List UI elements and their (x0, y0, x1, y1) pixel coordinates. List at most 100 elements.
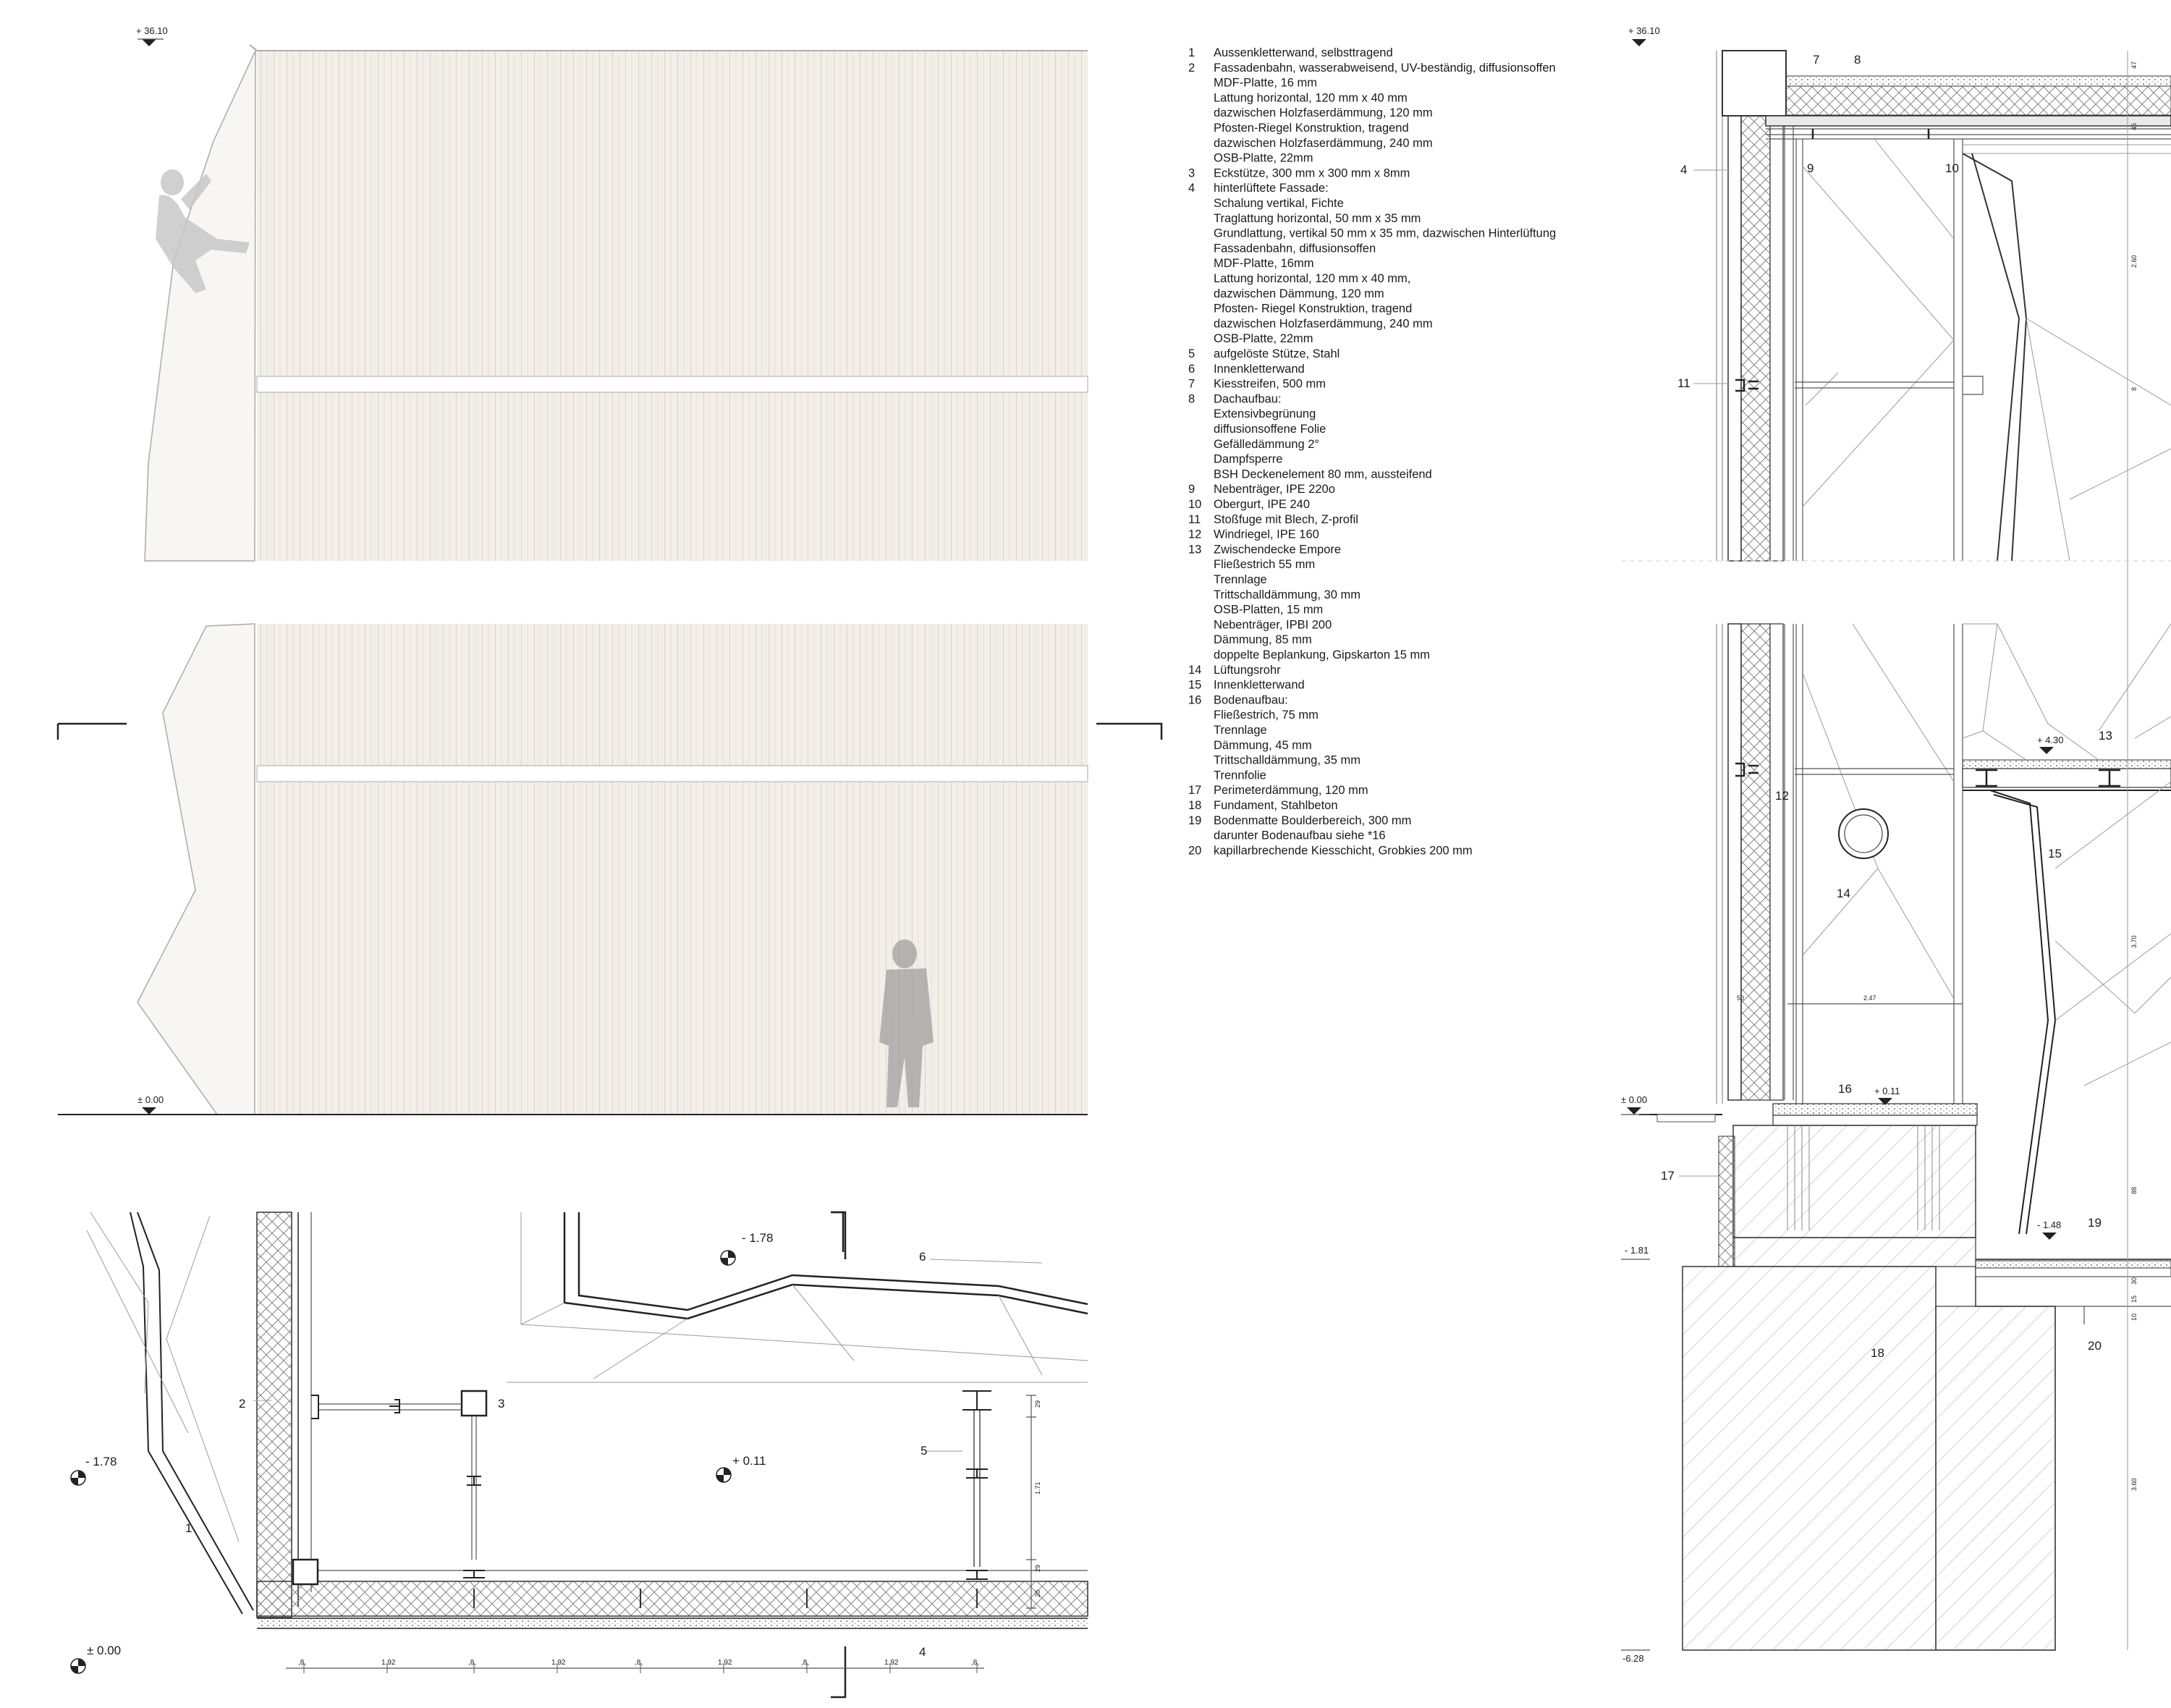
plan-label-1: 1 (185, 1521, 192, 1535)
plan-label-2: 2 (239, 1397, 245, 1411)
legend-line: dazwischen Holzfaserdämmung, 240 mm (1214, 137, 1433, 150)
legend-line: Grundlattung, vertikal 50 mm x 35 mm, da… (1214, 227, 1556, 240)
foundation (1682, 1125, 2171, 1651)
legend-line: doppelte Beplankung, Gipskarton 15 mm (1214, 648, 1430, 661)
legend-line: hinterlüftete Fassade: (1214, 182, 1329, 195)
legend-number: 14 (1188, 664, 1201, 677)
legend-number: 11 (1188, 513, 1201, 526)
legend-line: dazwischen Holzfaserdämmung, 240 mm (1214, 317, 1433, 330)
legend-line: Zwischendecke Empore (1214, 543, 1341, 556)
section-vertical-dimension-chain: 47 45 2.60 8 3.70 88 30 15 10 3.60 (2127, 51, 2138, 1650)
plan-label-5: 5 (921, 1444, 927, 1458)
legend-line: Nebenträger, IPBI 200 (1214, 618, 1332, 631)
plan-dimension-text: 1.92 (884, 1659, 899, 1667)
plan-vdim: 29 (1034, 1565, 1041, 1572)
section-wind-beam (1735, 376, 1984, 395)
plan-dimension-text: ,8, (971, 1659, 979, 1667)
legend-line: Innenkletterwand (1214, 363, 1305, 376)
section-cut-mark-right (1096, 722, 1163, 740)
legend-number: 20 (1188, 844, 1201, 857)
facade-upper (249, 44, 1088, 561)
legend-number: 15 (1188, 679, 1201, 692)
plan-dimension-text: ,8, (801, 1659, 809, 1667)
section-level-text: + 4.30 (2037, 735, 2064, 745)
legend-line: OSB-Platte, 22mm (1214, 332, 1313, 345)
plan-label-4: 4 (919, 1645, 926, 1659)
empore-slab (1962, 623, 2171, 791)
legend-line: aufgelöste Stütze, Stahl (1214, 347, 1340, 360)
legend-line: Fassadenbahn, wasserabweisend, UV-bestän… (1214, 62, 1556, 75)
legend-line: Pfosten- Riegel Konstruktion, tragend (1214, 303, 1412, 316)
section-label-10: 10 (1945, 161, 1959, 175)
plan-vdim: 20 (1034, 1590, 1041, 1597)
exterior-climbing-wall-upper (144, 50, 256, 562)
legend-line: Fließestrich, 75 mm (1214, 709, 1319, 722)
legend-number: 19 (1188, 814, 1201, 827)
legend-line: Innenkletterwand (1214, 679, 1305, 692)
section-vdim: 3.70 (2130, 935, 2138, 948)
section-vdim: 15 (2130, 1295, 2138, 1303)
plan-dimension-text: 1.92 (551, 1659, 566, 1667)
person-figure (879, 939, 934, 1107)
legend-line: Traglattung horizontal, 50 mm x 35 mm (1214, 212, 1421, 225)
level-marker-inside: + 0.11 (716, 1454, 766, 1483)
section-level-zero: ± 0.00 (1621, 1094, 1650, 1115)
plan-label-3: 3 (498, 1397, 504, 1411)
section-label-18: 18 (1871, 1346, 1884, 1360)
section-label-8: 8 (1854, 53, 1861, 67)
legend-line: Schalung vertikal, Fichte (1214, 197, 1344, 210)
legend-line: Bodenaufbau: (1214, 693, 1288, 706)
plan-dimension-text: 1.92 (381, 1659, 396, 1667)
plan-dimension-text: ,8, (635, 1659, 643, 1667)
section-level-text: - 1.81 (1625, 1245, 1649, 1256)
legend-line: Fundament, Stahlbeton (1214, 799, 1338, 812)
legend-line: Trennlage (1214, 573, 1267, 586)
section-label-14: 14 (1837, 887, 1850, 900)
elevation-view: + 36.10 (56, 25, 1163, 1115)
section-vdim: 2.60 (2130, 255, 2138, 268)
legend-line: Dachaufbau: (1214, 392, 1282, 405)
section-label-20: 20 (2088, 1339, 2102, 1353)
section-dimension-247: 50 2.47 (1737, 994, 1963, 1005)
legend-line: Dämmung, 45 mm (1214, 739, 1312, 752)
legend-line: Trittschalldämmung, 30 mm (1214, 588, 1360, 601)
legend-number: 1 (1188, 46, 1195, 59)
legend-line: Fließestrich 55 mm (1214, 558, 1315, 571)
legend-number: 13 (1188, 543, 1201, 556)
climber-figure (156, 169, 250, 293)
plan-dimension-text: 1.92 (718, 1659, 732, 1667)
legend-line: kapillarbrechende Kiesschicht, Grobkies … (1214, 844, 1473, 857)
section-vdim: 47 (2130, 62, 2138, 69)
section-level-floor: + 0.11 (1874, 1086, 1900, 1105)
section-level-text: - 1.48 (2037, 1219, 2061, 1230)
ventilation-pipe (1838, 808, 1889, 859)
section-label-4: 4 (1680, 163, 1687, 177)
inner-climbing-wall (563, 1212, 1088, 1320)
section-label-12: 12 (1775, 789, 1789, 803)
section-vdim: 10 (2130, 1314, 2138, 1321)
floor-plan-view: ,8,1.92,8,1.92,8,1.92,8,1.92,8, 29 1.71 … (70, 1211, 1088, 1699)
legend-line: Aussenkletterwand, selbsttragend (1214, 46, 1393, 59)
legend-line: Nebenträger, IPE 220o (1214, 483, 1335, 496)
legend-line: Trittschalldämmung, 35 mm (1214, 754, 1360, 767)
legend-line: Lattung horizontal, 120 mm x 40 mm, (1214, 272, 1410, 285)
legend-line: Kiesstreifen, 500 mm (1214, 378, 1326, 391)
level-marker-minus-178-top: - 1.78 (720, 1231, 773, 1266)
section-level-text: ± 0.00 (1621, 1094, 1647, 1105)
legend-number: 4 (1188, 182, 1195, 195)
plan-level-text: - 1.78 (742, 1231, 773, 1245)
level-marker-ground: ± 0.00 (137, 1094, 164, 1115)
exterior-climbing-wall-lower (137, 623, 255, 1115)
plan-label-6: 6 (919, 1250, 926, 1264)
legend-line: Fassadenbahn, diffusionsoffen (1214, 242, 1376, 255)
legend-line: Stoßfuge mit Blech, Z-profil (1214, 513, 1358, 526)
section-label-16: 16 (1838, 1082, 1852, 1096)
legend-line: Eckstütze, 300 mm x 300 mm x 8mm (1214, 166, 1410, 179)
section-label-17: 17 (1661, 1169, 1675, 1183)
inner-climbing-wall-section (1989, 790, 2057, 1235)
facade-lower (256, 624, 1088, 1115)
section-level-text: -6.28 (1622, 1653, 1644, 1664)
section-label-11: 11 (1677, 376, 1690, 390)
